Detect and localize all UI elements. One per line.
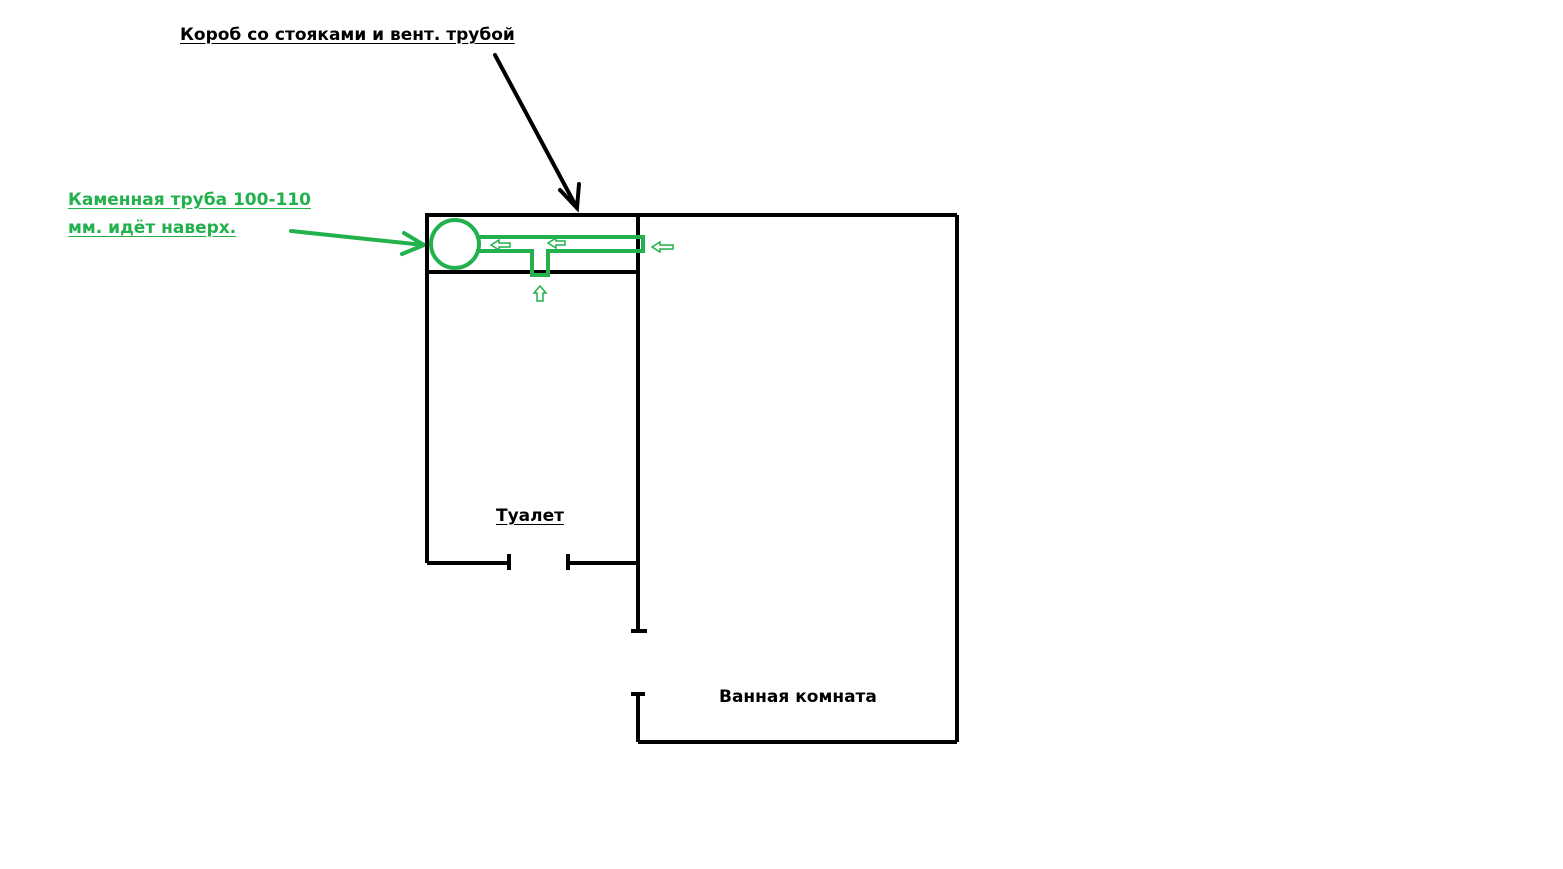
walls <box>425 213 959 744</box>
stone-pipe-label-line1: Каменная труба 100-110 <box>68 190 311 210</box>
flow-arrow-left-3 <box>650 240 674 254</box>
flow-arrow-left-1 <box>489 238 511 252</box>
flow-arrow-left-2 <box>546 236 566 250</box>
stone-pipe-circle <box>429 218 481 270</box>
stone-pipe-label-line2: мм. идёт наверх. <box>68 218 237 238</box>
flow-arrow-up <box>532 284 548 302</box>
duct-box-label: Короб со стояками и вент. трубой <box>180 25 515 45</box>
stone-pipe-label: Каменная труба 100-110 мм. идёт наверх. <box>68 186 311 242</box>
bathroom-label: Ванная комната <box>719 687 877 707</box>
stone-pipe-pointer-arrow <box>289 229 429 256</box>
flow-arrows <box>489 236 674 302</box>
vent-pipe-outline <box>476 235 645 277</box>
box-pointer-arrow <box>493 53 581 213</box>
toilet-label: Туалет <box>496 506 564 526</box>
pipe-system <box>429 218 645 277</box>
